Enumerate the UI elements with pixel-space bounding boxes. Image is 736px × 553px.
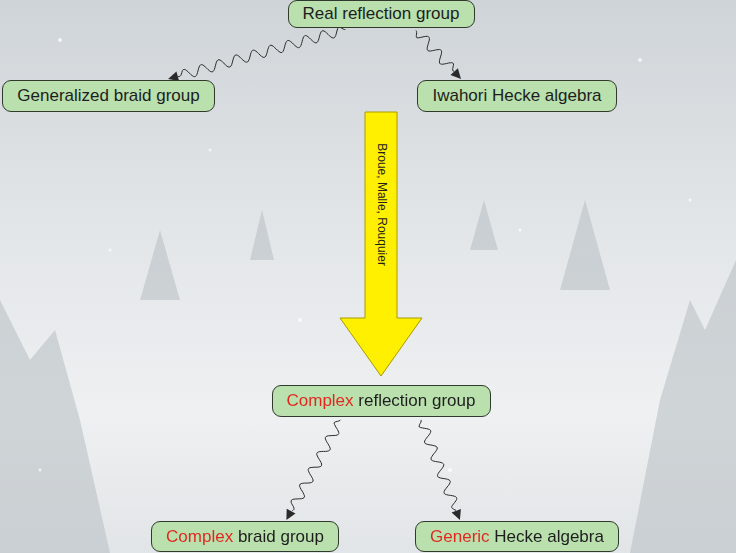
- wavy-arrow: [168, 27, 345, 81]
- box-label: Real reflection group: [303, 4, 460, 24]
- wavy-arrow: [286, 420, 340, 520]
- box-label: Complex reflection group: [287, 391, 476, 411]
- group-box: Real reflection group: [288, 0, 475, 28]
- wavy-line: [178, 27, 346, 77]
- wavy-arrow: [419, 420, 461, 520]
- group-box: Iwahori Hecke algebra: [417, 80, 617, 112]
- arrow-head: [452, 509, 461, 520]
- arrow-head: [286, 509, 295, 520]
- wavy-line: [291, 420, 341, 511]
- box-label: Generic Hecke algebra: [430, 527, 604, 547]
- arrow-head: [451, 68, 462, 79]
- box-label: Iwahori Hecke algebra: [432, 86, 601, 106]
- group-box: Generic Hecke algebra: [415, 521, 619, 552]
- wavy-line: [419, 420, 457, 511]
- wavy-arrow: [416, 31, 461, 80]
- wavy-line: [416, 31, 454, 72]
- group-box: Generalized braid group: [2, 80, 215, 112]
- box-label: Generalized braid group: [17, 86, 199, 106]
- group-box: Complex reflection group: [272, 385, 491, 417]
- group-box: Complex braid group: [151, 521, 339, 552]
- box-label: Complex braid group: [166, 527, 324, 547]
- arrow-label: Broue, Malle, Rouquier: [374, 144, 387, 267]
